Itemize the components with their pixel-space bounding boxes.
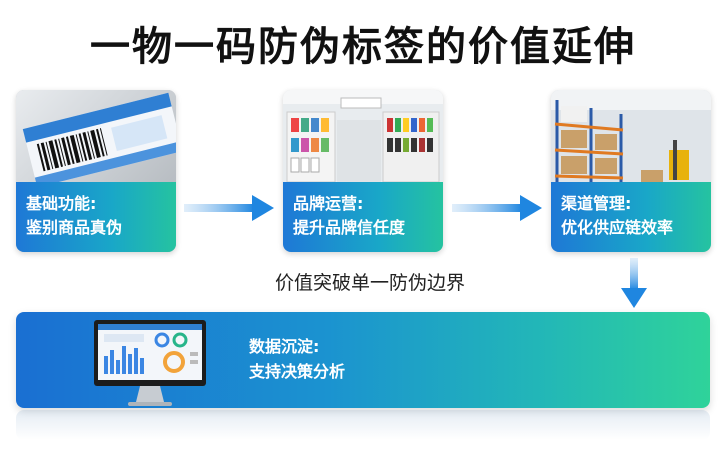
card-channel-management: 渠道管理: 优化供应链效率 <box>551 90 711 252</box>
page-title: 一物一码防伪标签的价值延伸 <box>90 24 636 70</box>
banner-heading: 数据沉淀: <box>249 337 320 356</box>
card-caption: 品牌运营: 提升品牌信任度 <box>283 182 443 252</box>
banner-text: 数据沉淀: 支持决策分析 <box>249 334 345 384</box>
data-accumulation-banner: 数据沉淀: 支持决策分析 <box>16 312 710 408</box>
dashboard-monitor-icon <box>94 320 206 406</box>
card-description: 优化供应链效率 <box>561 218 674 237</box>
label-photo <box>16 90 176 252</box>
card-brand-operation: 品牌运营: 提升品牌信任度 <box>283 90 443 252</box>
banner-description: 支持决策分析 <box>249 362 346 381</box>
card-heading: 基础功能: <box>26 194 97 213</box>
arrow-right-icon <box>452 193 544 223</box>
arrow-right-icon <box>184 193 276 223</box>
card-heading: 渠道管理: <box>561 194 632 213</box>
card-description: 鉴别商品真伪 <box>26 218 123 237</box>
card-caption: 基础功能: 鉴别商品真伪 <box>16 182 176 252</box>
subtitle: 价值突破单一防伪边界 <box>274 272 465 294</box>
card-basic-function: 基础功能: 鉴别商品真伪 <box>16 90 176 252</box>
card-description: 提升品牌信任度 <box>293 218 406 237</box>
arrow-down-icon <box>619 258 649 310</box>
card-caption: 渠道管理: 优化供应链效率 <box>551 182 711 252</box>
card-heading: 品牌运营: <box>293 194 364 213</box>
banner-reflection <box>16 410 710 440</box>
